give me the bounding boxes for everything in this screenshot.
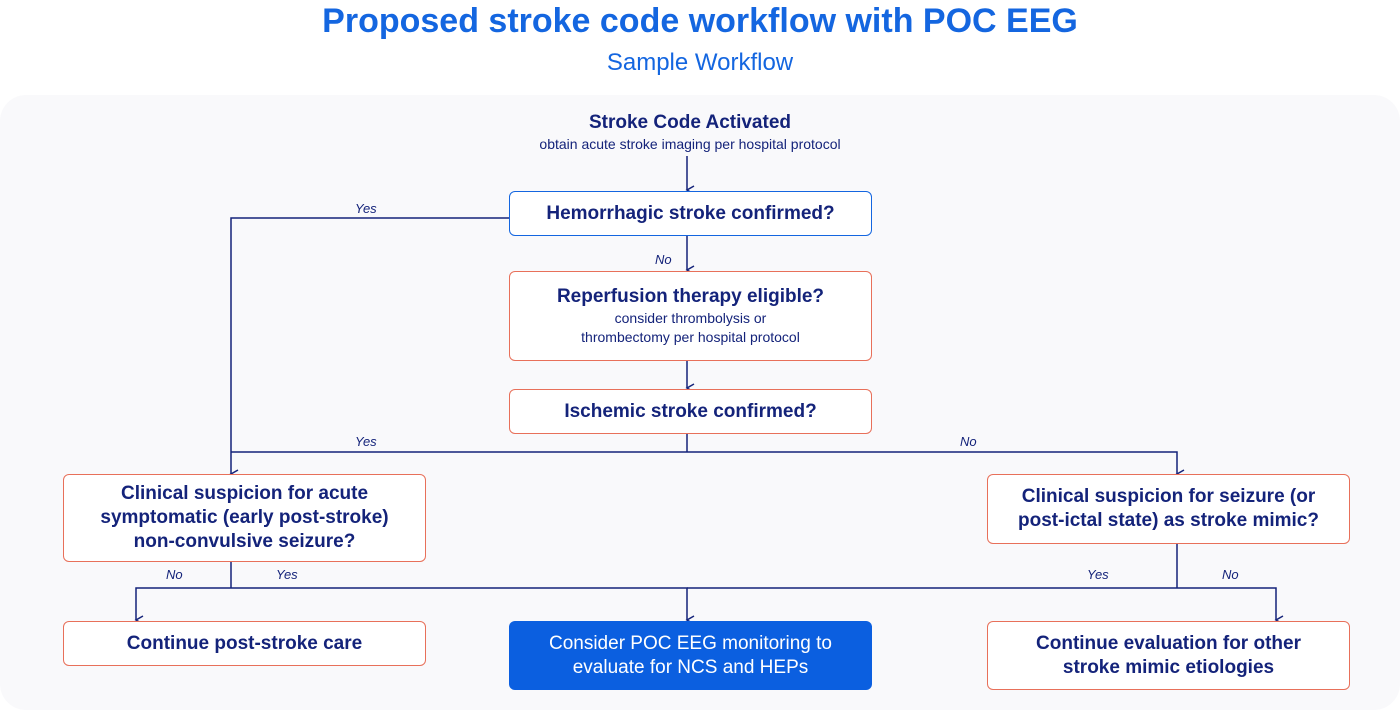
poc-eeg-line2: evaluate for NCS and HEPs [572, 656, 809, 678]
poc-eeg-node: Consider POC EEG monitoring to evaluate … [509, 621, 872, 690]
continue-eval-node: Continue evaluation for other stroke mim… [987, 621, 1350, 690]
edge-acute-yes [231, 587, 695, 625]
page-subtitle: Sample Workflow [606, 49, 794, 76]
edge-label-ischemic-yes: Yes [355, 434, 377, 449]
reperfusion-node-title: Reperfusion therapy eligible? [556, 286, 825, 307]
continue-care-label: Continue post-stroke care [126, 632, 363, 654]
acute-seizure-line3: non-convulsive seizure? [133, 531, 356, 552]
acute-seizure-line1: Clinical suspicion for acute [120, 483, 369, 504]
hemorrhagic-node: Hemorrhagic stroke confirmed? [509, 191, 872, 236]
continue-care-node: Continue post-stroke care [63, 621, 426, 666]
reperfusion-node: Reperfusion therapy eligible? consider t… [509, 271, 872, 361]
edge-hemorrhagic-yes [229, 217, 509, 479]
page-title: Proposed stroke code workflow with POC E… [322, 2, 1078, 40]
edge-label-hemorrhagic-yes: Yes [355, 201, 377, 216]
start-node-title: Stroke Code Activated [588, 112, 791, 133]
edge-ischemic-no [687, 451, 1185, 479]
edge-acute-no [134, 587, 231, 625]
edge-mimic-no [1177, 587, 1284, 625]
edge-label-hemorrhagic-no: No [655, 252, 672, 267]
reperfusion-node-line2: thrombectomy per hospital protocol [581, 329, 800, 345]
edge-label-acute-yes: Yes [276, 567, 298, 582]
edge-label-mimic-yes: Yes [1087, 567, 1109, 582]
reperfusion-node-line1: consider thrombolysis or [614, 310, 767, 326]
mimic-seizure-line2: post-ictal state) as stroke mimic? [1018, 510, 1319, 531]
mimic-seizure-node: Clinical suspicion for seizure (or post-… [987, 474, 1350, 544]
acute-seizure-node: Clinical suspicion for acute symptomatic… [63, 474, 426, 562]
continue-eval-line2: stroke mimic etiologies [1062, 656, 1275, 678]
ischemic-node: Ischemic stroke confirmed? [509, 389, 872, 434]
poc-eeg-line1: Consider POC EEG monitoring to [548, 632, 832, 654]
hemorrhagic-node-label: Hemorrhagic stroke confirmed? [546, 202, 835, 224]
edge-label-acute-no: No [166, 567, 183, 582]
edge-label-ischemic-no: No [960, 434, 977, 449]
start-node-subtitle: obtain acute stroke imaging per hospital… [539, 136, 841, 152]
mimic-seizure-line1: Clinical suspicion for seizure (or [1021, 486, 1316, 507]
acute-seizure-line2: symptomatic (early post-stroke) [100, 507, 389, 528]
edge-label-mimic-no: No [1222, 567, 1239, 582]
ischemic-node-label: Ischemic stroke confirmed? [564, 400, 817, 422]
continue-eval-line1: Continue evaluation for other [1036, 632, 1301, 654]
